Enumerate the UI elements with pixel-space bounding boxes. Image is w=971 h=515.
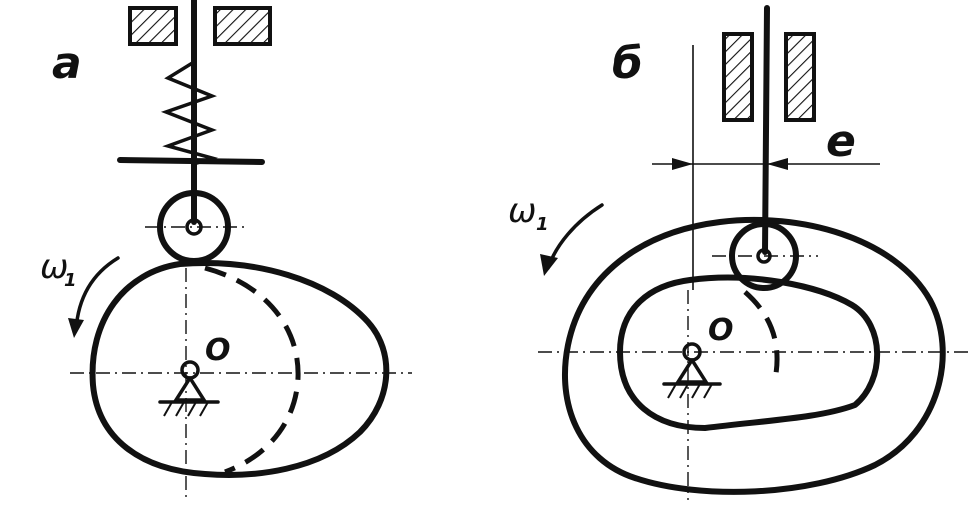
omega-sub-b: 1	[536, 214, 549, 235]
omega-label-b: ω	[508, 191, 536, 231]
spring-a	[160, 60, 219, 166]
pivot-support-b	[674, 358, 710, 384]
figure-label-b: б	[612, 38, 643, 89]
rotation-arrow-a	[74, 256, 120, 332]
figure-b: б ω 1 O e	[508, 5, 968, 500]
guide-block-left-a	[128, 6, 178, 46]
ground-hatch-b1	[667, 383, 677, 399]
offset-label-b: e	[826, 116, 856, 167]
ground-hatch-b3	[691, 383, 701, 399]
cam-profile-a	[89, 260, 390, 478]
follower-rod-b	[762, 5, 770, 255]
guide-block-left-b	[722, 32, 754, 122]
dimension-arrow-left-b	[672, 158, 693, 170]
ground-hatch-a2	[175, 401, 185, 417]
ground-hatch-a1	[163, 401, 173, 417]
rotation-arrowhead-b	[540, 254, 558, 276]
rotation-arrowhead-a	[68, 318, 84, 338]
base-circle-dashed-b	[743, 290, 780, 385]
pivot-a	[180, 360, 200, 380]
center-label-a: O	[205, 333, 231, 368]
pivot-support-a	[172, 376, 208, 402]
base-circle-dashed-a	[204, 265, 301, 475]
figure-a: a ω 1 O	[40, 0, 412, 500]
omega-sub-a: 1	[64, 270, 77, 291]
guide-block-right-b	[784, 32, 816, 122]
dimension-arrow-right-b	[767, 158, 788, 170]
guide-block-right-a	[213, 6, 272, 46]
ground-hatch-b4	[703, 383, 713, 399]
ground-hatch-b2	[679, 383, 689, 399]
center-label-b: O	[708, 313, 734, 348]
ground-hatch-a4	[199, 401, 209, 417]
cam-inner-profile-b	[617, 274, 881, 431]
spring-plate-a	[117, 157, 265, 165]
cam-outer-profile-b	[562, 216, 946, 495]
figure-label-a: a	[52, 38, 82, 89]
ground-hatch-a3	[187, 401, 197, 417]
omega-label-a: ω	[40, 247, 68, 287]
